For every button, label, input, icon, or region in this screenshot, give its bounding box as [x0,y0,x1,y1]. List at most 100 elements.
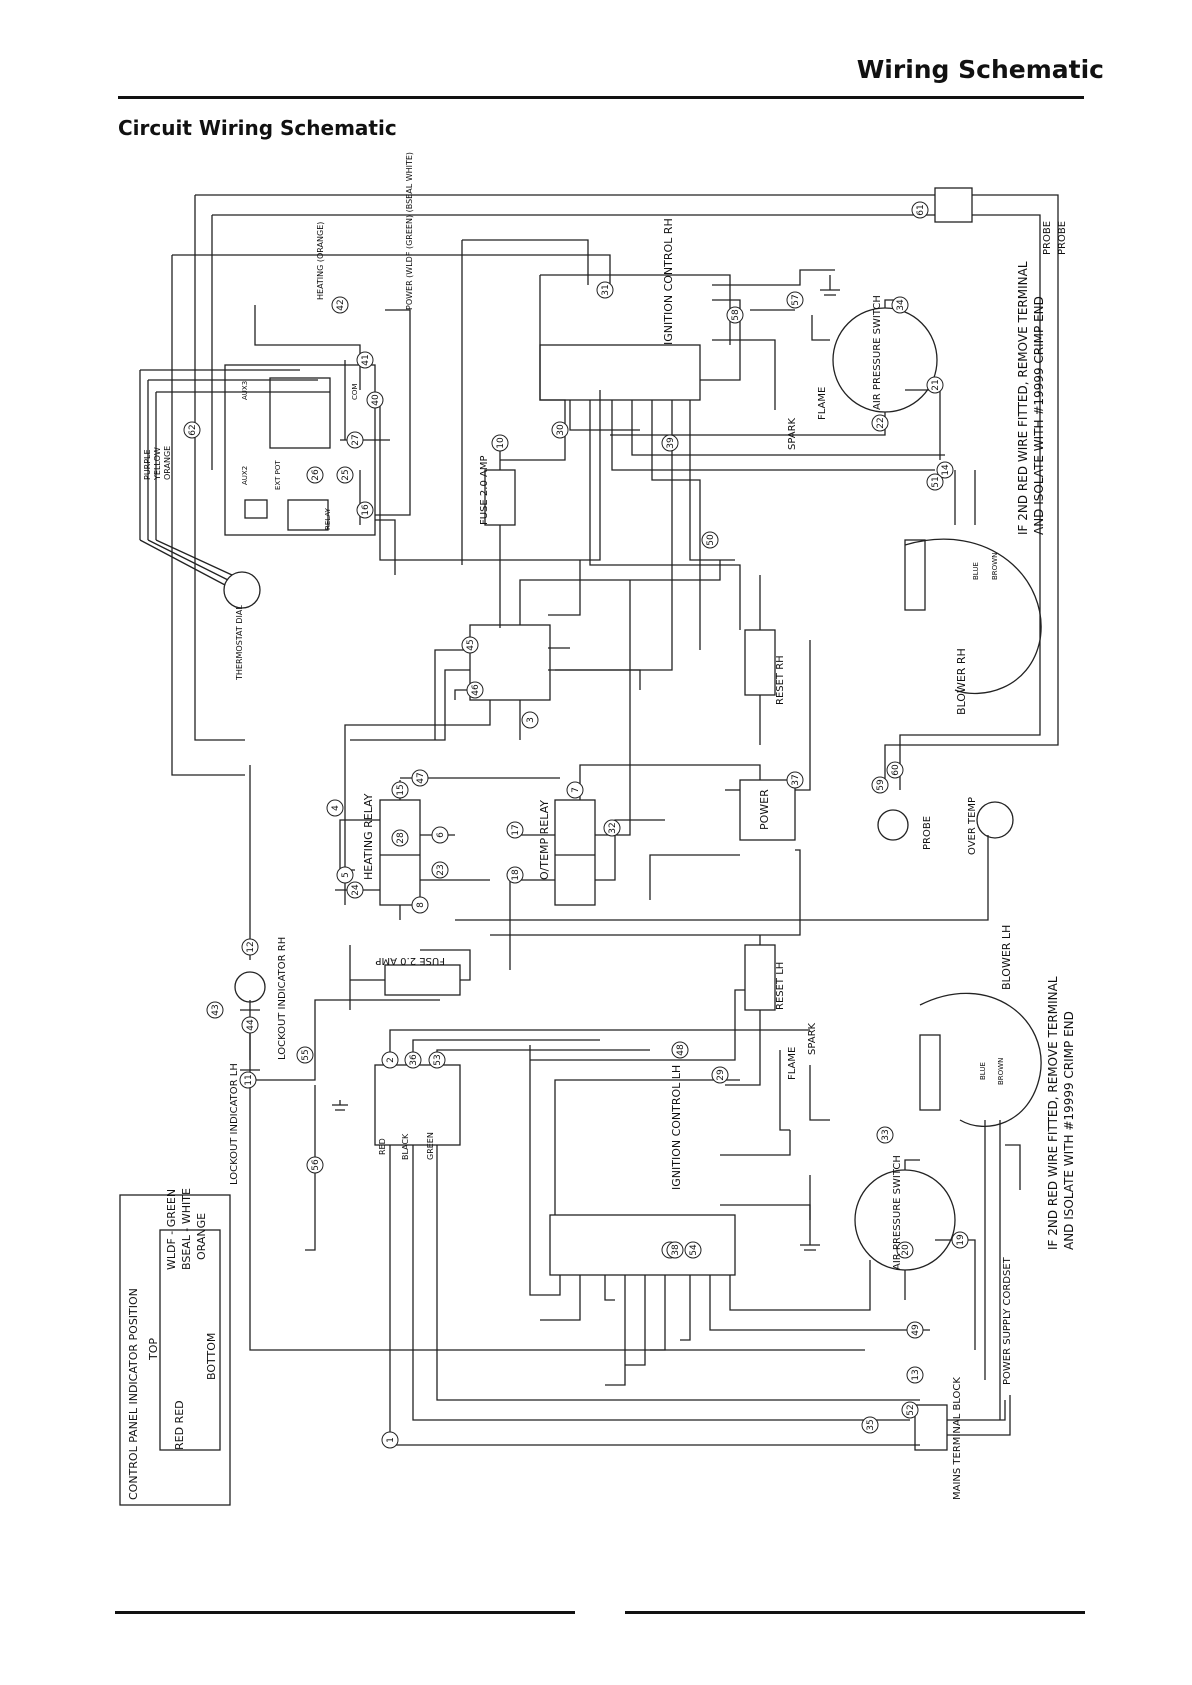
wire-number-text: 55 [301,1049,311,1060]
wire-number-text: 1 [386,1437,396,1443]
wire-number-text: 18 [511,869,521,881]
thermostat-dial-label: THERMOSTAT DIAL [235,605,244,681]
wire-number-text: 47 [416,772,426,783]
wire-number-circle [871,414,889,432]
wire-number-circle [381,1051,399,1069]
wire-number-bubble: 52 [901,1401,919,1419]
brown-rh-label: BROWN [991,553,999,580]
wire-number-text: 26 [311,469,321,481]
wire-number-circle [661,434,679,452]
wire-number-text: 15 [396,784,406,795]
wire-number-text: 52 [906,1404,916,1415]
wire-number-text: 14 [941,464,951,476]
aux2-label: AUX2 [241,466,249,485]
wire-number-text: 2 [386,1057,396,1063]
wire-number-text: 27 [351,434,361,445]
purple-wire-label: PURPLE [143,449,152,480]
wire-number-bubble: 11 [239,1071,257,1089]
wire-number-bubble: 7 [566,781,584,799]
wire-number-bubble: 40 [366,391,384,409]
wire-number-bubble: 50 [701,531,719,549]
wire-number-circle [411,896,429,914]
wire-number-circle [726,306,744,324]
wire-number-bubble: 45 [461,636,479,654]
page-title: Wiring Schematic [856,55,1104,84]
wire-number-circle [506,821,524,839]
wire-number-text: 29 [716,1069,726,1081]
wire-number-text: 16 [361,504,371,516]
wire-number-circle [521,711,539,729]
wire-number-text: 60 [891,764,901,776]
wire-number-circle [431,826,449,844]
panel-position-label: CONTROL PANEL INDICATOR POSITION [127,1288,140,1500]
header-rule [118,96,1084,99]
wire-number-circle [366,391,384,409]
wire-number-circle [331,296,349,314]
power-cordset-label: POWER SUPPLY CORDSET [1002,1256,1013,1385]
wire-number-circle [861,1416,879,1434]
wire-number-bubble: 62 [183,421,201,439]
wire-number-circle [684,1241,702,1259]
wire-number-text: 17 [511,824,521,835]
wire-number-text: 39 [666,437,676,449]
wire-number-circle [786,771,804,789]
blower-rh-label: BLOWER RH [955,648,968,715]
wire-number-bubble: 39 [661,434,679,452]
wire-number-bubble: 14 [936,461,954,479]
wire-number-circle [296,1046,314,1064]
blue-lh-label: BLUE [979,1062,987,1080]
wire-number-text: 49 [911,1324,921,1336]
wire-number-circle [901,1401,919,1419]
wire-number-bubble: 59 [871,776,889,794]
wire-number-circle [404,1051,422,1069]
power-switch-label: POWER [758,789,771,830]
wire-number-text: 5 [341,872,351,878]
wire-number-bubble: 47 [411,769,429,787]
wire-number-circle [428,1051,446,1069]
wire-number-circle [183,421,201,439]
panel-top-label: TOP [147,1338,160,1361]
wire-number-bubble: 4 [326,799,344,817]
wire-number-circle [346,881,364,899]
red-wire-note-rh-2: AND ISOLATE WITH #19999 CRIMP END [1032,296,1046,535]
lockout-rh-label: LOCKOUT INDICATOR RH [277,937,288,1060]
red-wire-note-rh-1: IF 2ND RED WIRE FITTED, REMOVE TERMINAL [1016,261,1030,535]
wire-number-bubble: 58 [726,306,744,324]
wire-number-circle [786,291,804,309]
wire-number-text: 48 [676,1044,686,1056]
wire-number-text: 32 [608,822,618,833]
wire-number-bubble: 41 [356,351,374,369]
wire-number-bubble: 61 [911,201,929,219]
wire-number-bubble: 27 [346,431,364,449]
wire-number-bubble: 2 [381,1051,399,1069]
wire-number-bubble: 46 [466,681,484,699]
wire-number-circle [871,776,889,794]
wire-number-bubble: 26 [306,466,324,484]
wire-number-text: 20 [901,1244,911,1256]
wire-number-circle [239,1071,257,1089]
wire-number-bubble: 55 [296,1046,314,1064]
wire-number-circle [466,681,484,699]
wire-number-bubble: 36 [404,1051,422,1069]
fuse-rh-label: FUSE 2.0 AMP [479,456,490,526]
wire-number-bubble: 56 [306,1156,324,1174]
wire-number-bubble: 6 [431,826,449,844]
red-wire-note-lh-1: IF 2ND RED WIRE FITTED, REMOVE TERMINAL [1046,976,1060,1250]
wire-number-bubble: 49 [906,1321,924,1339]
wire-number-circle [391,781,409,799]
wire-number-circle [886,761,904,779]
wire-number-text: 51 [931,476,941,487]
wire-number-bubble: 1 [381,1431,399,1449]
wire-number-text: 38 [671,1244,681,1256]
reset-rh-label: RESET RH [775,655,786,705]
wire-number-text: 61 [916,204,926,215]
wire-number-circle [306,466,324,484]
wire-number-circle [346,431,364,449]
wire-number-text: 41 [361,354,371,365]
wire-number-text: 6 [436,832,446,838]
mains-block-label: MAINS TERMINAL BLOCK [952,1377,963,1500]
wire-number-text: 19 [956,1234,966,1246]
wire-number-text: 12 [246,941,256,952]
spark-rh-label: SPARK [787,417,798,450]
ignition-control-lh-label: IGNITION CONTROL LH [670,1065,683,1190]
